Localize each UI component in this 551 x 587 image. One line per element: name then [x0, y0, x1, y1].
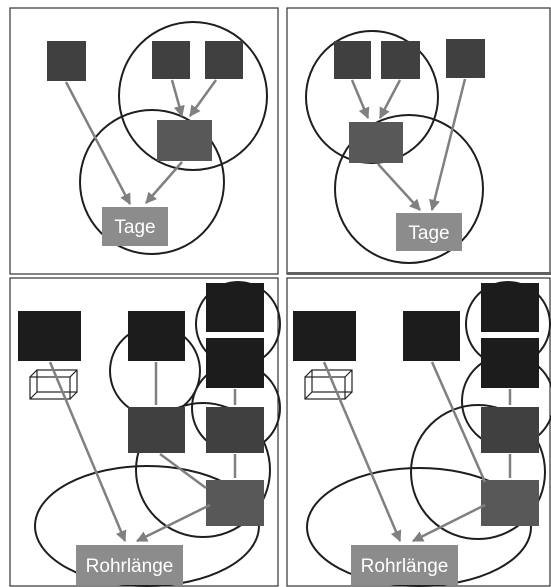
cluster-circle	[118, 21, 268, 171]
target-node-box	[102, 207, 168, 246]
panel-top-left: Tage	[9, 7, 279, 275]
arrow	[145, 161, 183, 204]
node-square	[157, 120, 212, 161]
node-square	[446, 39, 485, 78]
arrow	[350, 79, 370, 120]
cluster-circle	[79, 109, 225, 255]
target-node-label: Rohrlänge	[86, 556, 174, 577]
node-square	[206, 283, 264, 332]
connector	[430, 361, 487, 483]
target-node: Tage	[396, 213, 462, 251]
arrow	[378, 79, 402, 119]
arrow	[411, 503, 486, 543]
arrow	[429, 78, 467, 212]
node-square	[481, 338, 539, 388]
box-3d-icon	[304, 369, 353, 400]
cluster-circle	[334, 114, 484, 264]
node-square	[481, 407, 539, 453]
panel-bottom-right: Rohrlänge	[286, 277, 551, 587]
node-square	[206, 407, 264, 453]
cluster-ellipse	[306, 467, 532, 587]
node-square	[47, 41, 86, 81]
target-node-label: Tage	[114, 217, 155, 238]
node-square	[381, 41, 420, 79]
box-3d-icon	[29, 369, 78, 400]
arrow	[377, 163, 421, 211]
arrow	[135, 503, 211, 543]
node-square	[128, 407, 185, 453]
arrow	[64, 81, 132, 205]
target-node: Tage	[102, 207, 168, 246]
node-square	[205, 41, 243, 79]
node-square	[293, 311, 356, 361]
target-node-box	[76, 545, 183, 585]
arrow	[170, 79, 185, 118]
panel-frame	[9, 7, 279, 275]
target-node-label: Tage	[408, 223, 449, 244]
node-square	[403, 311, 460, 361]
node-square	[128, 311, 185, 361]
node-square	[481, 480, 539, 526]
target-node: Rohrlänge	[351, 545, 458, 585]
target-node: Rohrlänge	[76, 545, 183, 585]
cluster-circle	[135, 402, 271, 538]
cluster-circle	[410, 404, 546, 540]
arrow	[48, 361, 127, 543]
node-square	[18, 311, 81, 361]
node-square	[152, 41, 190, 79]
node-square	[334, 41, 371, 79]
node-square	[349, 122, 403, 163]
panel-bottom-left: Rohrlänge	[9, 277, 281, 587]
row-separator	[287, 272, 551, 275]
arrow	[188, 79, 218, 117]
target-node-box	[351, 545, 458, 585]
panel-top-right: Tage	[286, 7, 551, 275]
node-square	[206, 480, 264, 526]
target-node-label: Rohrlänge	[361, 556, 449, 577]
connector	[159, 452, 207, 490]
node-square	[481, 283, 539, 332]
arrow	[322, 361, 402, 543]
target-node-box	[396, 213, 462, 251]
node-square	[206, 338, 264, 388]
